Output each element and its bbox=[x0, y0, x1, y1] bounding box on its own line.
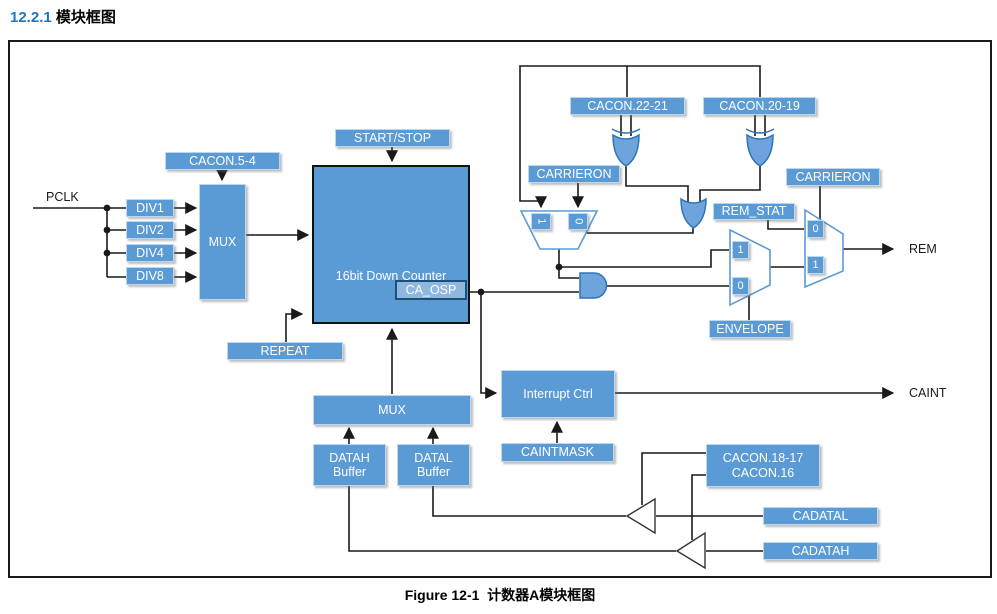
mux3-input-1: 1 bbox=[807, 256, 824, 274]
mux2-input-0: 0 bbox=[732, 277, 749, 295]
block-interrupt-ctrl: Interrupt Ctrl bbox=[501, 370, 615, 418]
section-title: 模块框图 bbox=[51, 9, 116, 26]
wire-remstat-to-mux3 bbox=[767, 220, 804, 230]
wire-xor1-to-or bbox=[625, 166, 689, 203]
mux2-input-1: 1 bbox=[732, 241, 749, 259]
block-carrieron-right: CARRIERON bbox=[786, 168, 880, 186]
mux1-input-0: 0 bbox=[568, 213, 588, 230]
junction-dot bbox=[555, 263, 563, 271]
block-envelope: ENVELOPE bbox=[709, 320, 791, 338]
xor-gate-left-extra-arc bbox=[611, 128, 641, 134]
wire-xor2-to-or bbox=[699, 166, 761, 203]
mux3-input-0: 0 bbox=[807, 220, 824, 238]
xor-gate-right-extra-arc bbox=[745, 128, 775, 134]
wire-or-to-mux1-select bbox=[586, 228, 694, 234]
block-rem-stat: REM_STAT bbox=[713, 203, 795, 220]
datah-label-line1: DATAH bbox=[329, 450, 370, 465]
datal-label-line1: DATAL bbox=[414, 450, 453, 465]
wire-tri1-to-datal bbox=[432, 486, 626, 517]
xor-gate-right-icon bbox=[746, 133, 774, 167]
wire-tri2-to-datah bbox=[348, 486, 676, 552]
wire-mux1-to-and bbox=[558, 249, 579, 279]
block-cacon-5-4: CACON.5-4 bbox=[165, 152, 280, 170]
block-cadatal: CADATAL bbox=[763, 507, 878, 525]
block-cacon-20-19: CACON.20-19 bbox=[703, 97, 816, 115]
block-div4: DIV4 bbox=[126, 244, 174, 262]
cacon-16-label: CACON.16 bbox=[731, 465, 795, 480]
junction-dot bbox=[477, 288, 485, 296]
section-number: 12.2.1 bbox=[10, 9, 52, 26]
wire-cacon1817-enable1 bbox=[641, 452, 706, 505]
block-data-mux: MUX bbox=[313, 395, 471, 425]
block-cacon-22-21: CACON.22-21 bbox=[570, 97, 685, 115]
block-div8: DIV8 bbox=[126, 267, 174, 285]
tristate-buffer-cadatah-icon bbox=[675, 531, 706, 570]
block-start-stop: START/STOP bbox=[335, 129, 450, 147]
mux1-input-1-label: 1 bbox=[535, 218, 548, 225]
block-cadatah: CADATAH bbox=[763, 542, 878, 560]
block-carrieron-left: CARRIERON bbox=[528, 165, 620, 183]
wire-top-rail-to-mux1 bbox=[519, 65, 761, 209]
datah-label-line2: Buffer bbox=[332, 465, 367, 479]
signal-rem: REM bbox=[909, 242, 937, 256]
diagram-frame bbox=[8, 40, 992, 578]
section-heading: 12.2.1 模块框图 bbox=[10, 6, 116, 27]
and-gate-icon bbox=[579, 272, 608, 299]
mux1-input-0-label: 0 bbox=[572, 218, 585, 225]
wire-caosp-to-intctrl bbox=[480, 292, 498, 399]
block-datal-buffer: DATAL Buffer bbox=[397, 444, 470, 486]
block-div1: DIV1 bbox=[126, 199, 174, 217]
tristate-buffer-cadatal-icon bbox=[625, 497, 656, 535]
wire-repeat-to-counter bbox=[285, 308, 304, 342]
junction-dot bbox=[103, 226, 111, 234]
figure-caption: Figure 12-1 计数器A模块框图 bbox=[404, 587, 596, 603]
wire-cacon16-enable2 bbox=[691, 474, 706, 540]
junction-dot bbox=[103, 204, 111, 212]
datal-label-line2: Buffer bbox=[416, 465, 451, 479]
block-clk-mux: MUX bbox=[199, 184, 246, 300]
xor-gate-left-icon bbox=[612, 133, 640, 167]
block-counter: 16bit Down Counter bbox=[312, 165, 470, 324]
signal-caint: CAINT bbox=[909, 386, 947, 400]
junction-dot bbox=[103, 249, 111, 257]
block-caintmask: CAINTMASK bbox=[501, 443, 614, 462]
block-repeat: REPEAT bbox=[227, 342, 343, 360]
signal-pclk: PCLK bbox=[46, 190, 79, 204]
block-ca-osp: CA_OSP bbox=[395, 280, 467, 300]
cacon-18-17-label: CACON.18-17 bbox=[722, 451, 804, 466]
block-cacon-18-17-16: CACON.18-17 CACON.16 bbox=[706, 444, 820, 487]
block-datah-buffer: DATAH Buffer bbox=[313, 444, 386, 486]
wires-group bbox=[33, 65, 895, 552]
counter-label: 16bit Down Counter bbox=[335, 268, 447, 283]
or-gate-icon bbox=[680, 197, 707, 229]
mux1-input-1: 1 bbox=[531, 213, 551, 230]
wire-mux1-to-mux2 bbox=[559, 249, 729, 268]
block-div2: DIV2 bbox=[126, 221, 174, 239]
